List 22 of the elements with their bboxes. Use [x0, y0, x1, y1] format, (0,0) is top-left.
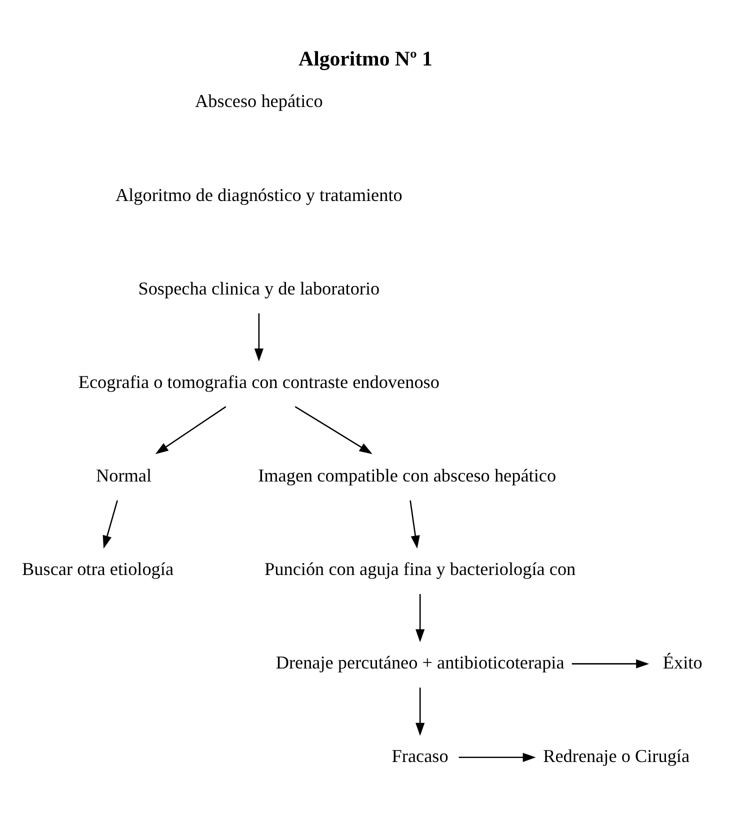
node-text: Sospecha clinica y de laboratorio [138, 278, 380, 298]
arrow [254, 313, 264, 362]
node-text: Drenaje percutáneo + antibioticoterapia [276, 652, 564, 673]
diagram-title: Algoritmo Nº 1 [298, 48, 432, 71]
arrow [155, 406, 226, 454]
arrow [458, 752, 536, 762]
label: Absceso hepático [195, 91, 323, 112]
arrow [410, 500, 420, 549]
arrow [294, 406, 372, 454]
node-text: Punción con aguja fina y bacteriología con [264, 559, 576, 580]
node-text: Redrenaje o Cirugía [543, 746, 690, 766]
node-text: Buscar otra etiología [22, 559, 174, 580]
arrow [102, 500, 118, 549]
node-text: Éxito [662, 652, 702, 673]
label: Algoritmo de diagnóstico y tratamiento [115, 184, 402, 205]
arrow [416, 594, 425, 642]
arrow [572, 659, 650, 668]
arrow [416, 688, 425, 736]
node-text: Imagen compatible con absceso hepático [258, 465, 556, 486]
node-text: Normal [96, 465, 152, 486]
node-text: Ecografia o tomografia con contraste endovenoso [78, 372, 440, 392]
node-text: Fracaso [392, 746, 448, 766]
